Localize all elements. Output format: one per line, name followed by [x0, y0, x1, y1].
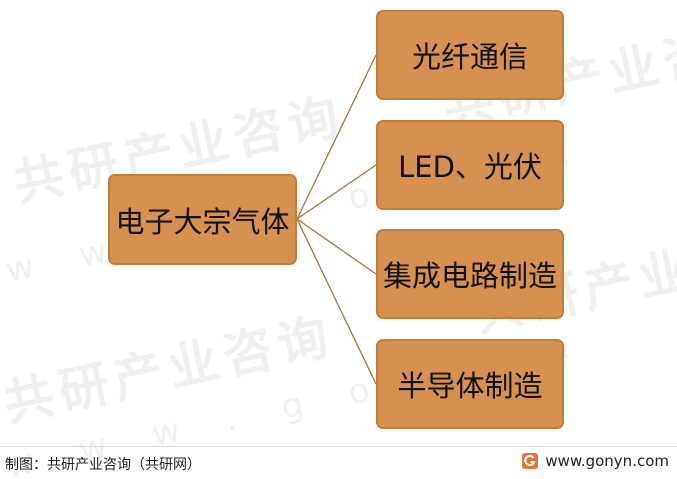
- child-node-led-pv: LED、光伏: [376, 120, 564, 210]
- child-node-label: 半导体制造: [397, 369, 543, 403]
- child-node-ic-manufacturing: 集成电路制造: [376, 229, 564, 319]
- connector-line: [296, 218, 377, 385]
- connector-line: [296, 164, 377, 220]
- connector-line: [296, 54, 377, 220]
- source-credit: 制图：共研产业咨询（共研网）: [5, 457, 201, 473]
- root-node-label: 电子大宗气体: [115, 204, 290, 239]
- connector-line: [296, 218, 377, 275]
- gonyn-logo-icon: [522, 453, 539, 469]
- child-node-label: 集成电路制造: [382, 259, 557, 293]
- child-node-label: LED、光伏: [398, 150, 542, 184]
- child-node-label: 光纤通信: [411, 40, 528, 74]
- child-node-optical-fiber: 光纤通信: [376, 10, 564, 100]
- website-link[interactable]: www.gonyn.com: [545, 452, 669, 470]
- website-credit: www.gonyn.com: [521, 452, 669, 470]
- root-node: 电子大宗气体: [108, 174, 297, 265]
- footer-divider: [0, 446, 677, 447]
- child-node-semiconductor: 半导体制造: [376, 339, 564, 429]
